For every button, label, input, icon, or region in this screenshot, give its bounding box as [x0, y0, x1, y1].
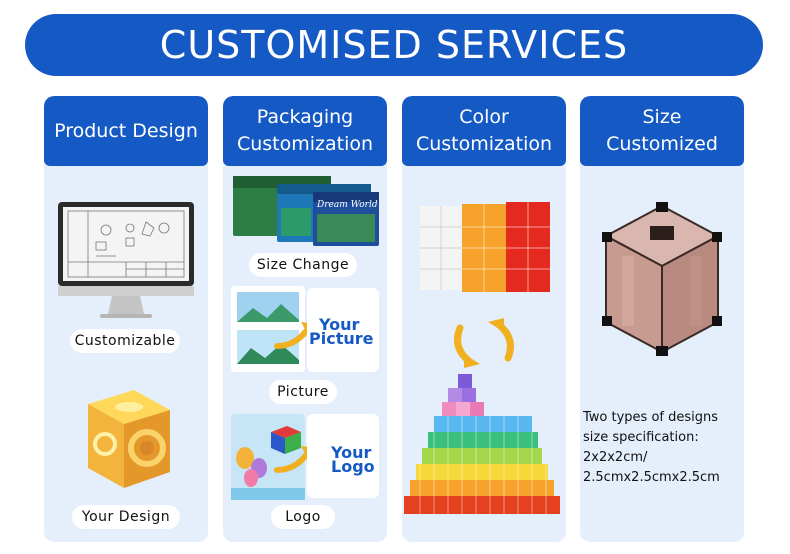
- size-column: Size Customized Two types of designs siz…: [580, 96, 744, 542]
- product-design-heading: Product Design: [44, 96, 208, 166]
- services-banner: CUSTOMISED SERVICES: [25, 14, 763, 76]
- color-column: Color Customization: [402, 96, 566, 542]
- size-description-line-2: size specification:: [583, 430, 699, 445]
- box-brand-text: Dream World: [317, 200, 378, 210]
- your-picture-text: Your: [319, 315, 360, 334]
- logo-label: Logo: [271, 505, 335, 529]
- gold-cube-icon: [88, 390, 170, 488]
- monitor-icon: [58, 202, 194, 318]
- your-logo-text: Your: [331, 443, 372, 462]
- size-change-label: Size Change: [249, 253, 357, 277]
- your-design-label: Your Design: [72, 505, 180, 529]
- box-icon: [233, 176, 379, 246]
- size-description-line-3: 2x2x2cm/: [583, 450, 648, 465]
- packaging-heading-line-2: Customization: [236, 133, 374, 155]
- size-description-line-4: 2.5cmx2.5cmx2.5cm: [583, 470, 720, 485]
- product-design-column: Product Design Customizable: [44, 96, 208, 542]
- product-design-heading-line-1: Product Design: [54, 119, 198, 142]
- size-heading: Size Customized: [580, 96, 744, 166]
- banner-title: CUSTOMISED SERVICES: [159, 23, 629, 67]
- packaging-column: Packaging Customization Dream World Size…: [223, 96, 387, 542]
- logo-sample-icon: [231, 414, 305, 500]
- size-description: Two types of designs size specification:…: [583, 408, 743, 488]
- color-blocks-icon: [420, 202, 550, 292]
- your-picture-text-2: Picture: [309, 329, 374, 348]
- customizable-label: Customizable: [70, 329, 180, 353]
- your-picture-box: Your Picture: [307, 288, 379, 372]
- crystal-cube-icon: [602, 202, 722, 356]
- picture-sample-icon: [231, 286, 305, 372]
- size-heading-line-1: Size: [642, 106, 682, 128]
- picture-label: Picture: [269, 380, 337, 404]
- color-heading: Color Customization: [402, 96, 566, 166]
- color-heading-line-2: Customization: [415, 133, 553, 155]
- your-logo-text-2: Logo: [331, 457, 375, 476]
- size-description-line-1: Two types of designs: [583, 410, 719, 425]
- your-logo-box: Your Logo: [307, 414, 379, 498]
- packaging-heading: Packaging Customization: [223, 96, 387, 166]
- size-heading-line-2: Customized: [606, 133, 718, 155]
- cycle-arrows-icon: [454, 318, 514, 368]
- packaging-heading-line-1: Packaging: [256, 106, 354, 128]
- rainbow-pyramid-icon: [404, 374, 560, 514]
- color-heading-line-1: Color: [459, 106, 509, 128]
